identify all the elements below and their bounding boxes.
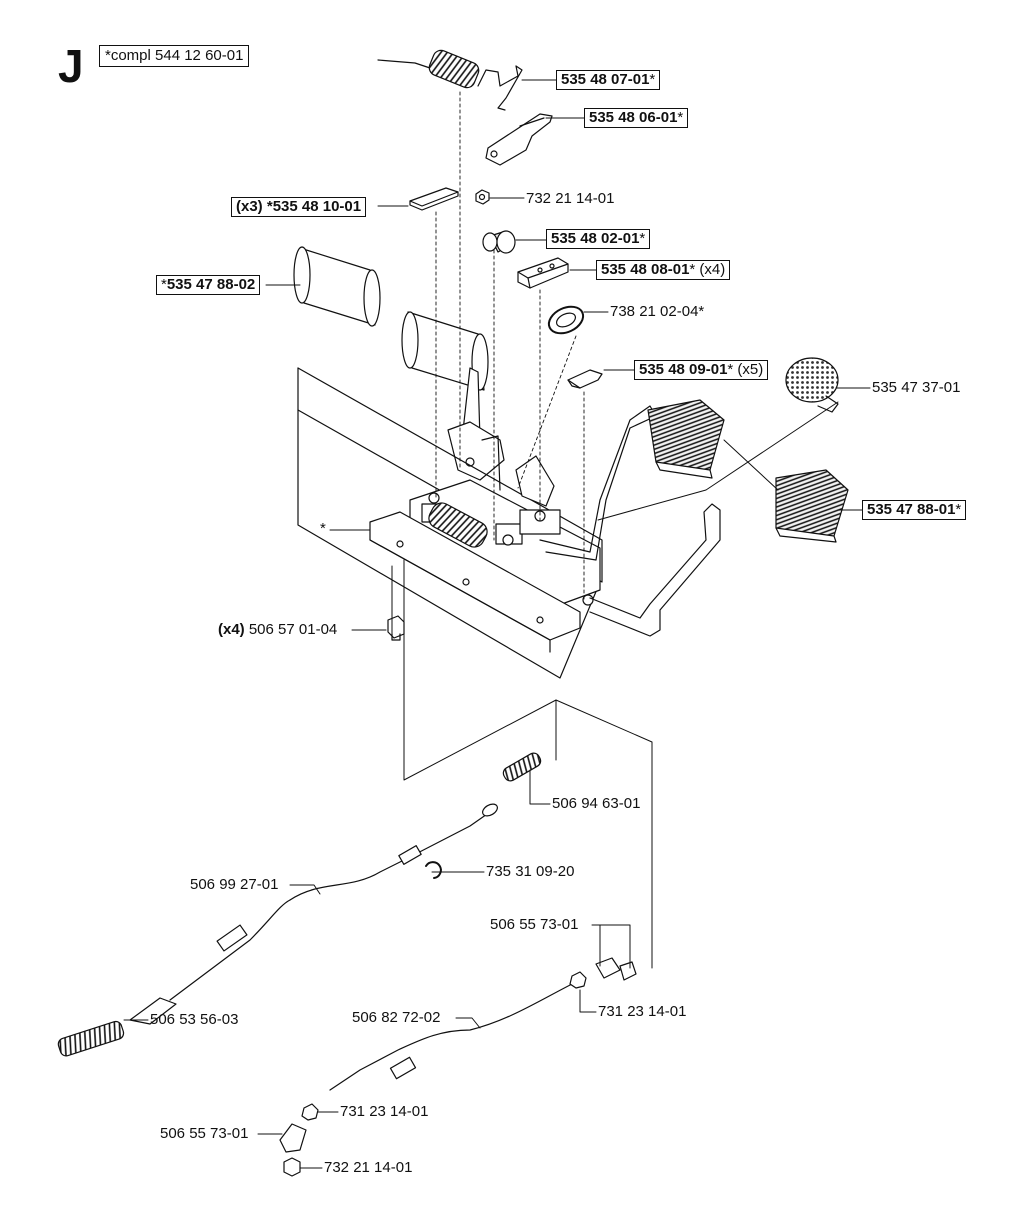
clip-icon bbox=[567, 369, 603, 389]
dashed-lines bbox=[435, 91, 585, 601]
bracket-icon bbox=[517, 257, 569, 289]
callout-bushing: 535 48 02-01* bbox=[546, 229, 651, 249]
nut-icon bbox=[475, 189, 490, 205]
callout-cable-upper: 506 99 27-01 bbox=[190, 876, 279, 893]
kit-label: *compl 544 12 60-01 bbox=[99, 45, 250, 67]
callout-ball-joint-left: 506 55 73-01 bbox=[160, 1125, 249, 1142]
callout-nut-lower: 731 23 14-01 bbox=[340, 1103, 429, 1120]
cable-springs-icon bbox=[57, 752, 637, 1177]
bearing-icon bbox=[547, 305, 585, 335]
callout-plate: 535 48 06-01* bbox=[584, 108, 689, 128]
callout-spring: 535 48 07-01* bbox=[556, 70, 661, 90]
callout-bearing: 738 21 02-04* bbox=[610, 303, 705, 320]
pedal-cover-left-icon bbox=[293, 246, 489, 391]
callout-pad: (x3) *535 48 10-01 bbox=[231, 197, 367, 217]
callout-cable-lower: 506 82 72-02 bbox=[352, 1009, 441, 1026]
callout-pedal-cover-left: *535 47 88-02 bbox=[156, 275, 261, 295]
base-frame-icon bbox=[297, 367, 603, 679]
callout-circlip: 735 31 09-20 bbox=[486, 863, 575, 880]
callout-bolt: (x4) 506 57 01-04 bbox=[218, 621, 338, 638]
callout-ball-joint-right: 506 55 73-01 bbox=[490, 916, 579, 933]
callout-asterisk: * bbox=[320, 520, 326, 537]
callout-clip: 535 48 09-01* (x5) bbox=[634, 360, 769, 380]
callout-nut-bottom: 732 21 14-01 bbox=[324, 1159, 413, 1176]
callout-spring-small: 506 94 63-01 bbox=[552, 795, 641, 812]
plate-icon bbox=[485, 113, 553, 166]
bolt-icon bbox=[387, 615, 405, 641]
callout-knob: 535 47 37-01 bbox=[872, 379, 961, 396]
section-letter: J bbox=[58, 40, 84, 92]
callout-nut-right: 731 23 14-01 bbox=[598, 1003, 687, 1020]
connector-frame bbox=[391, 559, 653, 969]
bushing-icon bbox=[482, 230, 516, 254]
spring-top-icon bbox=[377, 49, 523, 111]
callout-bracket: 535 48 08-01* (x4) bbox=[596, 260, 731, 280]
leader-lines bbox=[123, 79, 871, 1169]
callout-pedal-pad-right: 535 47 88-01* bbox=[862, 500, 967, 520]
callout-nut-top: 732 21 14-01 bbox=[526, 190, 615, 207]
pad-icon bbox=[409, 187, 459, 211]
callout-spring-bottom: 506 53 56-03 bbox=[150, 1011, 239, 1028]
pedal-pad-icon bbox=[647, 357, 849, 543]
pedal-arm-left-icon bbox=[447, 367, 505, 481]
